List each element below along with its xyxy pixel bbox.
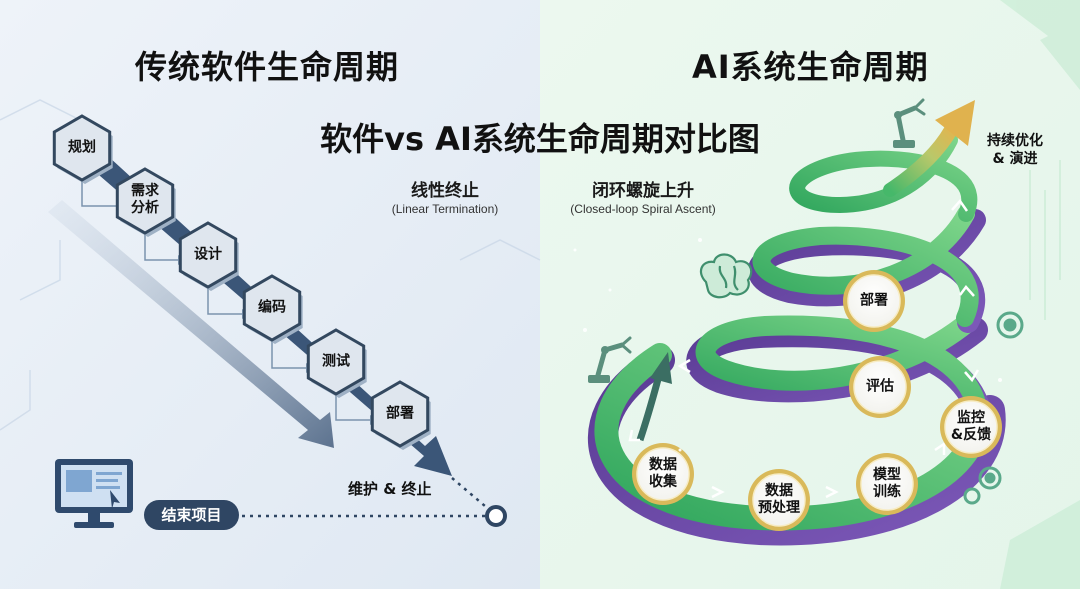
stage-circle-4 [853,360,907,414]
step-label-design: 设计 [194,246,222,263]
step-label-requirements: 需求分析 [131,183,159,216]
step-label-testing: 测试 [322,353,350,370]
left-title: 传统软件生命周期 [135,48,400,86]
stage-circle-3 [944,400,998,454]
right-data-lines [1029,160,1061,320]
right-title: AI系统生命周期 [692,48,929,86]
end-node [485,505,507,527]
step-hex-4 [306,328,366,396]
brain-icon [699,253,753,299]
spiral-top-arrowhead [935,100,975,146]
gear-icon [963,311,1024,505]
left-subtitle-zh: 线性终止 [411,181,479,201]
continuous-optimization-label: 持续优化& 演进 [987,133,1043,167]
monitor-icon [55,459,133,528]
step-hex-0 [52,114,112,182]
stage-label-preprocessing: 数据预处理 [758,483,800,516]
step-connectors [81,172,370,421]
ai-stages [632,270,1002,531]
maintenance-label: 维护 & 终止 [348,480,432,498]
stage-circle-1 [752,473,806,527]
end-project-pill: 结束项目 [144,500,239,530]
step-label-coding: 编码 [258,299,286,316]
left-subtitle-en: (Linear Termination) [391,202,499,216]
flow-chevrons [628,198,980,499]
stage-circle-5 [847,274,901,328]
stage-circle-2 [860,457,914,511]
robot-arm-icon-top [893,98,926,148]
step-label-deploy: 部署 [386,405,414,422]
stage-circle-0 [636,447,690,501]
main-title: 软件vs AI系统生命周期对比图 [320,120,760,158]
step-hex-2 [178,221,238,289]
right-decor [1000,0,1080,589]
end-dotted-diag [451,477,493,513]
stage-label-data-collection: 数据收集 [649,457,677,490]
stage-label-evaluation: 评估 [866,378,894,395]
lifecycle-steps [52,114,431,450]
stage-label-training: 模型训练 [873,467,901,500]
step-hex-3 [242,274,302,342]
stage-label-monitoring: 监控&反馈 [950,410,992,443]
robot-arm-icon [588,336,632,383]
step-hex-1 [115,167,175,235]
right-subtitle-en: (Closed-loop Spiral Ascent) [570,202,716,216]
step-hex-5 [370,380,430,448]
stage-label-deploy: 部署 [860,292,888,309]
right-subtitle-zh: 闭环螺旋上升 [592,181,694,201]
step-label-plan: 规划 [68,139,96,156]
left-faint-arrow [48,200,334,448]
sparkles [573,238,1002,452]
